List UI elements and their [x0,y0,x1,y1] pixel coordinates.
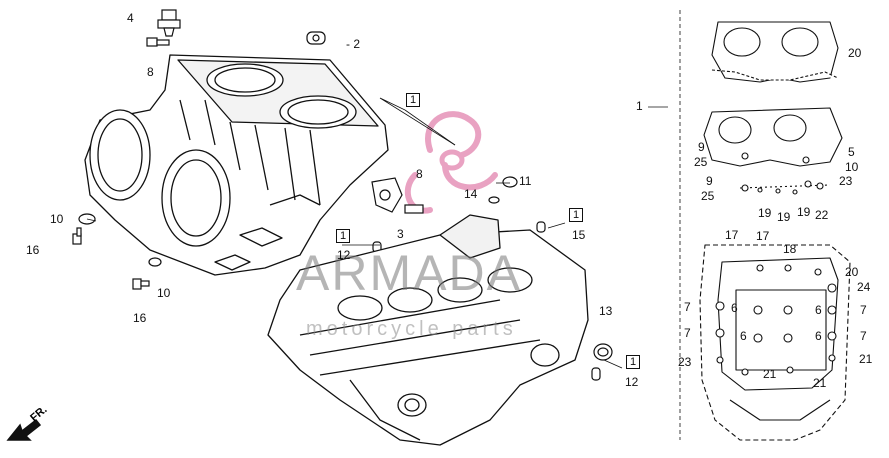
callout-12-plug: 12 [625,375,639,389]
callout-1-pin: 1 [336,229,351,243]
callout-1-right: 1 [636,99,643,113]
callout-16-lower: 16 [133,311,147,325]
leader-lines [86,10,681,440]
callout-21-c: 21 [813,376,827,390]
callout-19-c: 19 [777,210,791,224]
callout-8-oil-pump: 8 [416,167,423,181]
callout-3: 3 [397,227,404,241]
callout-15: 15 [572,228,586,242]
callout-20-top: 20 [848,46,862,60]
callout-6-a: 6 [731,301,738,315]
callout-7-a: 7 [684,300,691,314]
callout-21-b: 21 [763,367,777,381]
callout-1-block: 1 [406,93,421,107]
callout-9-a: 9 [698,140,705,154]
upper-crankcase-rear [699,244,851,441]
callout-1-dowel: 1 [569,208,584,222]
callout-17-b: 17 [756,229,770,243]
callout-8: 8 [147,65,154,79]
callout-10-right: 10 [845,160,859,174]
callout-18: 18 [783,242,797,256]
callout-22: 22 [815,208,829,222]
callout-11: 11 [519,174,532,188]
callout-7-d: 7 [860,329,867,343]
callout-13: 13 [599,304,613,318]
front-arrow-icon [6,418,42,441]
lower-crankcase [267,214,589,446]
callout-4: 4 [127,11,134,25]
head-gasket-mid [703,107,843,195]
head-gasket-top [711,21,839,83]
callout-21-a: 21 [859,352,873,366]
callout-5: 5 [848,145,855,159]
callout-19-a: 19 [797,205,811,219]
callout-19-b: 19 [758,206,772,220]
callout-9-b: 9 [706,174,713,188]
callout-7-b: 7 [860,303,867,317]
callout-2: - 2 [346,37,361,51]
callout-6-c: 6 [740,329,747,343]
callout-17-a: 17 [725,228,739,242]
callout-1-plug: 1 [626,355,641,369]
callout-10-lower: 10 [157,286,171,300]
callout-12: 12 [337,248,351,262]
watermark-brand: ARMADA [296,245,522,301]
brand-logo-icon [404,111,498,214]
fasteners-upper [72,9,613,381]
callout-6-d: 6 [815,329,822,343]
callout-16-left: 16 [26,243,40,257]
callout-23-top: 23 [839,174,853,188]
callout-7-c: 7 [684,326,691,340]
callout-24: 24 [857,280,871,294]
callout-14: 14 [464,187,478,201]
watermark-tagline: motorcycle parts [306,318,517,340]
callout-25-b: 25 [701,189,715,203]
callout-23-bottom: 23 [678,355,692,369]
callout-6-b: 6 [815,303,822,317]
callout-10-left: 10 [50,212,64,226]
callout-25-a: 25 [694,155,708,169]
callout-20-mid: 20 [845,265,859,279]
cylinder-block [84,54,389,276]
